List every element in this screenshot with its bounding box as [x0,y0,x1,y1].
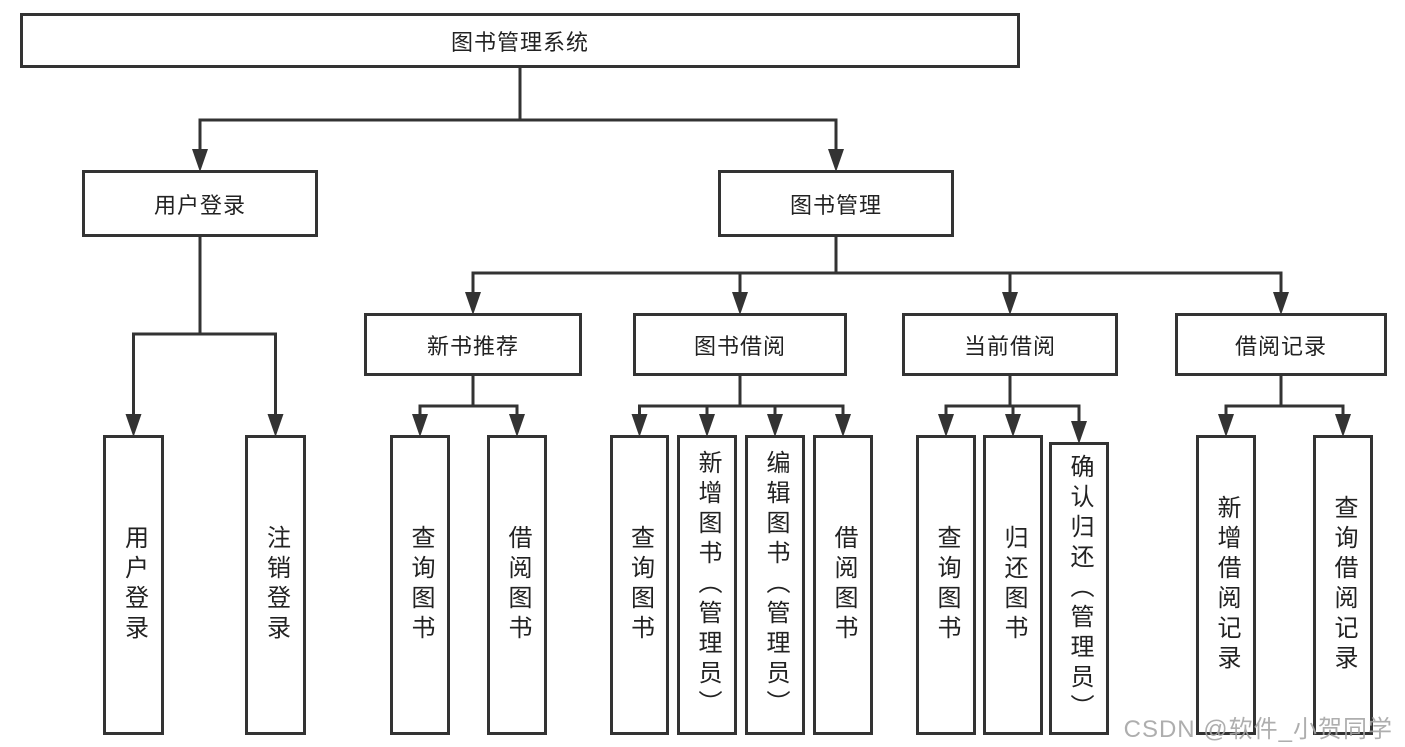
arrowhead-icon [509,414,525,437]
node-label: 图书管理系统 [450,29,589,55]
node-current-borrowing: 当前借阅 [902,313,1118,376]
node-leaf-nb-query: 查询图书 [390,435,450,735]
arrowhead-icon [465,292,481,315]
node-label: 当前借阅 [963,333,1056,359]
arrowhead-icon [1335,414,1351,437]
node-label: 查询图书 [626,525,654,645]
node-leaf-cb-confirm: 确认归还（管理员） [1049,442,1109,735]
arrowhead-icon [192,149,208,172]
arrowhead-icon [767,414,783,437]
node-label: 用户登录 [120,525,148,645]
node-borrowing-records: 借阅记录 [1175,313,1387,376]
arrowhead-icon [1071,421,1087,444]
node-label: 借阅图书 [830,525,857,645]
node-label: 查询借阅记录 [1330,495,1357,675]
connector-path [132,64,1345,426]
node-label: 借阅图书 [504,525,531,645]
node-leaf-br-query: 查询借阅记录 [1313,435,1373,735]
node-leaf-user-login: 用户登录 [103,435,164,735]
node-label: 新增图书（管理员） [694,450,721,720]
node-label: 归还图书 [1000,525,1027,645]
node-user-login: 用户登录 [82,170,318,237]
node-label: 查询图书 [933,525,960,645]
node-label: 确认归还（管理员） [1066,453,1093,724]
node-leaf-bb-query: 查询图书 [610,435,669,735]
arrowhead-icon [631,414,648,437]
node-new-book-recommend: 新书推荐 [364,313,582,376]
node-leaf-logout: 注销登录 [245,435,306,735]
node-leaf-bb-borrow: 借阅图书 [813,435,873,735]
arrowhead-icon [412,414,428,437]
node-book-borrowing: 图书借阅 [633,313,847,376]
node-leaf-cb-return: 归还图书 [983,435,1043,735]
node-leaf-nb-borrow: 借阅图书 [487,435,547,735]
node-label: 查询图书 [407,525,434,645]
node-leaf-cb-query: 查询图书 [916,435,976,735]
arrowhead-icon [1218,414,1234,437]
arrowhead-icon [835,414,851,437]
arrowhead-icon [732,292,748,315]
node-label: 新增借阅记录 [1213,495,1240,675]
node-label: 借阅记录 [1234,333,1327,359]
node-label: 图书借阅 [693,333,786,359]
node-leaf-bb-edit: 编辑图书（管理员） [745,435,805,735]
node-book-management: 图书管理 [718,170,954,237]
watermark: CSDN @软件_小贺同学 [1123,716,1393,743]
arrowhead-icon [938,414,954,437]
arrowhead-icon [125,414,142,437]
arrowhead-icon [828,149,844,172]
node-leaf-br-add: 新增借阅记录 [1196,435,1256,735]
node-label: 图书管理 [789,192,882,218]
arrowhead-icon [1002,292,1018,315]
node-label: 注销登录 [262,525,290,645]
arrowhead-icon [267,414,284,437]
node-label: 新书推荐 [426,333,519,359]
node-label: 用户登录 [153,192,246,218]
arrowhead-icon [1273,292,1289,315]
node-leaf-bb-add: 新增图书（管理员） [677,435,737,735]
node-root: 图书管理系统 [20,13,1020,68]
arrowhead-icon [699,414,715,437]
arrowhead-icon [1005,414,1021,437]
node-label: 编辑图书（管理员） [762,450,789,720]
